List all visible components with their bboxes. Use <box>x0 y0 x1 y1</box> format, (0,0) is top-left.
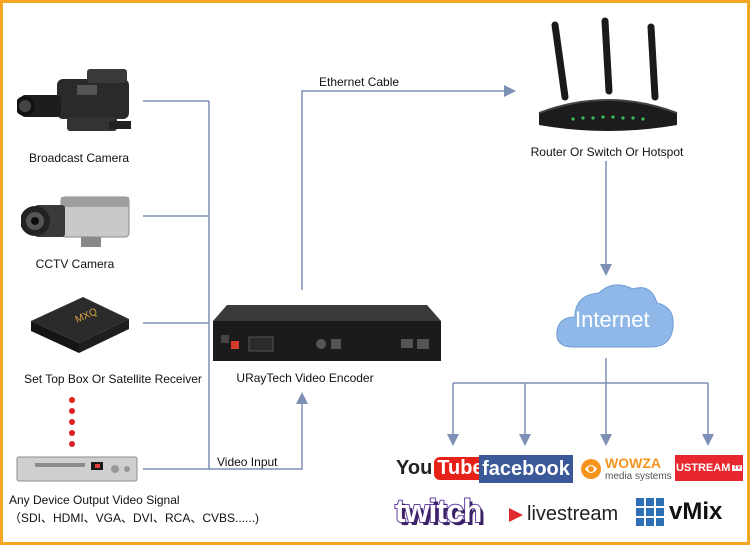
set-top-box-label: Set Top Box Or Satellite Receiver <box>24 372 202 386</box>
youtube-tube-text: Tube <box>434 456 487 480</box>
youtube-you-text: You <box>396 456 433 479</box>
any-device-signals-label: （SDI、HDMI、VGA、DVI、RCA、CVBS......) <box>9 511 260 525</box>
dvd-player-icon <box>16 456 138 482</box>
youtube-logo: You Tube <box>396 453 487 483</box>
video-encoder-icon <box>213 305 441 361</box>
wowza-subtitle: media systems <box>605 471 672 482</box>
router-label: Router Or Switch Or Hotspot <box>530 145 684 159</box>
ustream-text: USTREAM <box>675 462 731 474</box>
broadcast-camera-icon <box>17 69 131 131</box>
livestream-text: livestream <box>527 503 619 525</box>
video-encoder-label: URayTech Video Encoder <box>236 371 374 385</box>
vmix-grid-icon <box>636 498 664 526</box>
broadcast-camera-label: Broadcast Camera <box>28 151 130 165</box>
video-input-label: Video Input <box>217 455 278 469</box>
ustream-logo: USTREAM TV <box>675 455 743 481</box>
cctv-camera-icon <box>21 196 130 247</box>
wowza-swirl-icon <box>581 459 601 479</box>
vmix-logo: vMix <box>635 497 722 527</box>
internet-cloud-icon <box>556 284 674 348</box>
livestream-logo: livestream <box>507 503 618 526</box>
more-devices-dots <box>69 397 75 447</box>
router-icon <box>538 17 678 131</box>
wowza-name: WOWZA <box>605 455 661 471</box>
ethernet-cable-label: Ethernet Cable <box>319 75 400 89</box>
internet-label: Internet <box>575 307 650 332</box>
video-input-line <box>209 392 308 470</box>
ustream-tv-badge: TV <box>732 465 743 471</box>
vmix-text: vMix <box>669 498 723 525</box>
set-top-box-icon: MXQ <box>31 297 129 353</box>
ethernet-cable-line <box>301 85 516 290</box>
any-device-label: Any Device Output Video Signal <box>9 493 180 507</box>
wowza-logo: WOWZA media systems <box>579 453 675 485</box>
cctv-camera-label: CCTV Camera <box>35 257 115 271</box>
twitch-logo: twitch <box>394 492 483 530</box>
livestream-play-icon <box>509 507 523 522</box>
facebook-logo: facebook <box>479 455 573 483</box>
connector-lines <box>143 85 714 470</box>
